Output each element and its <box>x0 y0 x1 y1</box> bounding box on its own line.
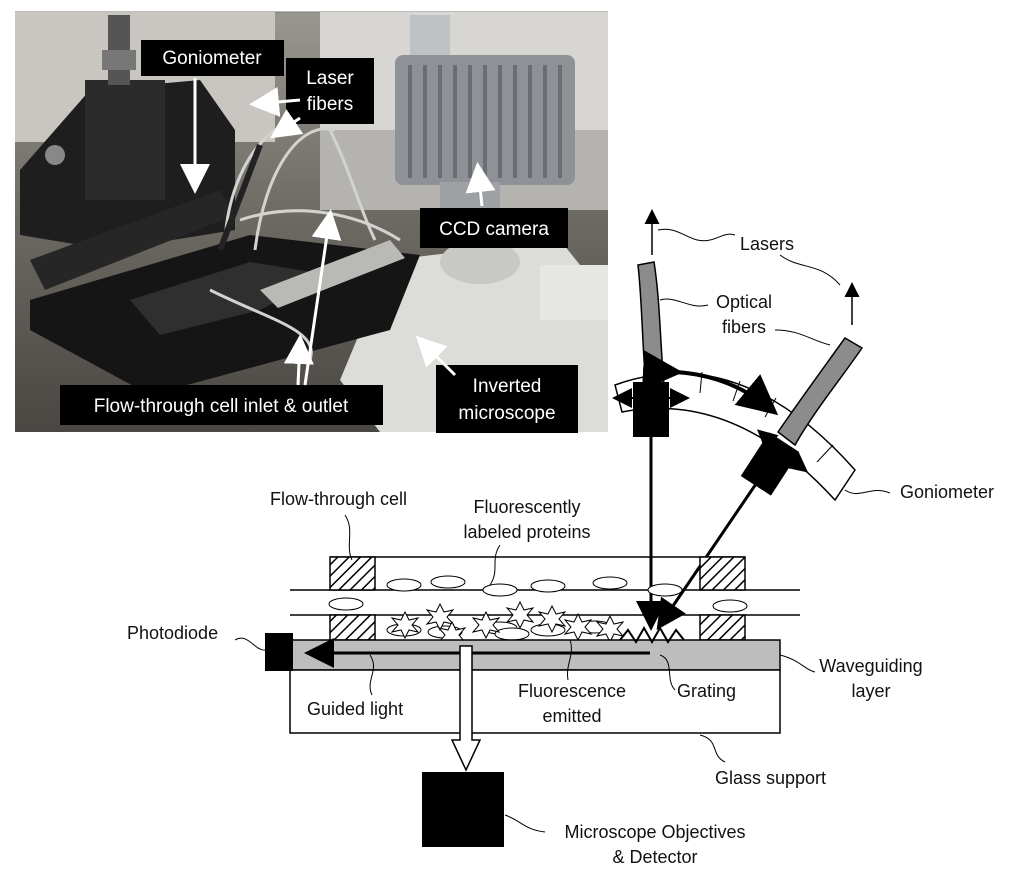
photo-label-laser-fibers: Laser fibers <box>286 58 374 124</box>
label-fluorescent-proteins-1: Fluorescently <box>473 497 580 517</box>
glass-support <box>289 669 781 734</box>
photo-label-goniometer: Goniometer <box>141 40 284 76</box>
svg-text:Inverted: Inverted <box>473 376 542 397</box>
grating <box>619 625 685 645</box>
newport-rail <box>30 190 235 290</box>
leader-lines <box>234 228 891 833</box>
svg-text:Laser: Laser <box>306 68 354 89</box>
label-fluorescent-proteins-2: labeled proteins <box>463 522 590 542</box>
label-waveguiding-2: layer <box>851 681 890 701</box>
fluorescent-proteins <box>328 575 748 641</box>
label-grating: Grating <box>677 681 736 701</box>
svg-text:CCD camera: CCD camera <box>439 219 549 240</box>
optical-fiber-left <box>637 261 665 389</box>
optical-fiber-right <box>776 337 864 447</box>
label-optical-fibers-2: fibers <box>722 317 766 337</box>
photo-arrows <box>180 78 496 386</box>
label-goniometer: Goniometer <box>900 482 994 502</box>
fluorescence-bursts <box>390 600 625 650</box>
laser-coupler-right <box>740 432 800 496</box>
photo-label-inverted-microscope: Inverted microscope <box>436 365 578 433</box>
svg-text:fibers: fibers <box>307 94 353 115</box>
photodiode <box>265 633 293 671</box>
label-flow-through-cell: Flow-through cell <box>270 489 407 509</box>
svg-text:Goniometer: Goniometer <box>162 48 262 69</box>
label-lasers: Lasers <box>740 234 794 254</box>
label-optical-fibers-1: Optical <box>716 292 772 312</box>
laser-coupler-left <box>633 382 669 437</box>
label-waveguiding-1: Waveguiding <box>819 656 922 676</box>
schematic-diagram: Lasers Optical fibers Goniometer Flow-th… <box>127 209 994 867</box>
svg-text:microscope: microscope <box>458 403 555 424</box>
emission-arrow <box>450 645 482 772</box>
label-objectives-2: & Detector <box>612 847 697 867</box>
setup-photo: Goniometer Laser fibers CCD camera Inver… <box>15 11 608 433</box>
photo-label-flow-cell: Flow-through cell inlet & outlet <box>60 385 383 425</box>
laser-beam-angled <box>656 477 762 630</box>
photo-label-ccd-camera: CCD camera <box>420 208 568 248</box>
label-glass-support: Glass support <box>715 768 826 788</box>
ccd-camera-object <box>395 15 575 222</box>
svg-text:Flow-through cell inlet & outl: Flow-through cell inlet & outlet <box>94 396 349 417</box>
waveguiding-layer <box>289 639 781 671</box>
goniometer-rotation-arrow <box>641 350 779 416</box>
label-guided-light: Guided light <box>307 699 403 719</box>
label-fluorescence-1: Fluorescence <box>518 681 626 701</box>
label-photodiode: Photodiode <box>127 623 218 643</box>
label-objectives-1: Microscope Objectives <box>564 822 745 842</box>
label-fluorescence-2: emitted <box>542 706 601 726</box>
objectives-detector <box>422 772 504 847</box>
